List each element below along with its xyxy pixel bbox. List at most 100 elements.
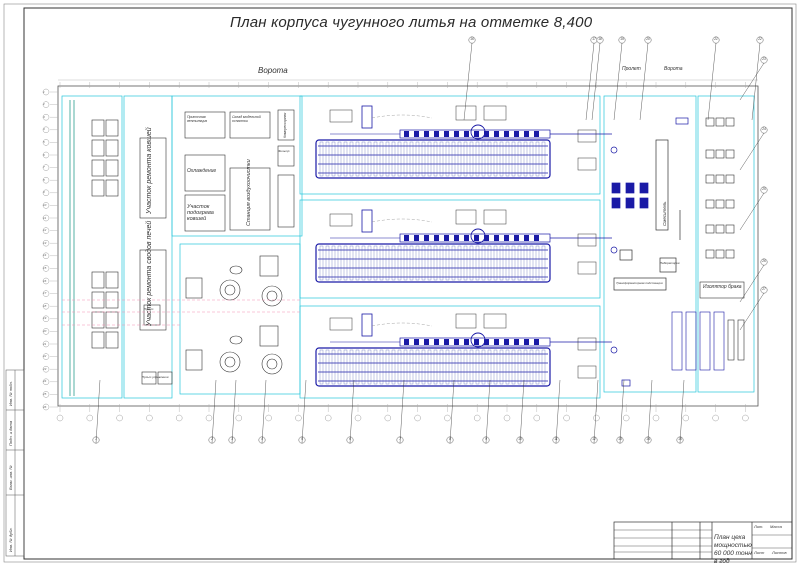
building-outline [57, 79, 759, 407]
row-axis-marker [42, 403, 50, 411]
row-axis-label: 23 [43, 366, 47, 371]
label-control: Пульт управления [142, 375, 169, 379]
callout-number: 25 [762, 187, 766, 191]
pattern-storage [699, 117, 745, 299]
callout-number: 21 [714, 37, 718, 41]
furnaces [185, 255, 283, 375]
column-grid [56, 82, 749, 422]
callout-number: 5 [301, 437, 303, 441]
ladle-stands [69, 100, 119, 396]
callout-number: 4 [261, 437, 263, 441]
row-axis-label: 1 [43, 89, 45, 94]
row-axis-label: 9 [43, 190, 45, 195]
row-axis-label: 15 [43, 265, 47, 270]
callout-number: 23 [762, 57, 766, 61]
title-block-name: План цеха мощностью 60 000 тонн в год [714, 534, 752, 565]
row-axis-label: 14 [43, 253, 47, 258]
row-axis-marker [42, 328, 50, 335]
row-axis-label: 3 [43, 114, 45, 119]
ladle-racks [671, 311, 745, 371]
row-axis-label: 7 [43, 165, 45, 170]
row-axis-label: 17 [43, 291, 47, 296]
label-ladle-repair: Участок ремонта ковшей [146, 127, 153, 214]
row-axis-marker [42, 353, 50, 360]
label-warehouse: Склад модельной оснастки [232, 115, 261, 123]
drawing-frame [23, 7, 793, 560]
row-axis-label: 22 [43, 354, 47, 359]
pink-paths [62, 299, 300, 326]
row-axis-marker [42, 113, 50, 121]
label-compressor: Компрессорная [283, 112, 287, 138]
callout-number: 11 [554, 437, 558, 441]
callout-number: 16 [470, 37, 474, 41]
right-equipment [610, 117, 689, 387]
bays [61, 95, 755, 399]
room-boxes [139, 109, 295, 385]
callout-number: 9 [485, 437, 487, 441]
callout-number: 8 [449, 437, 451, 441]
callout-number: 3 [231, 437, 233, 441]
callout-number: 22 [758, 37, 762, 41]
callout-number: 6 [349, 437, 351, 441]
label-transformer: Трансформаторная подстанция [616, 281, 663, 285]
title-block-sheets: Листов [772, 550, 787, 555]
stamp-vzam: Взам. инв. № [8, 465, 13, 490]
label-mixing: Смеситель [662, 201, 667, 226]
row-axis-marker [42, 277, 50, 285]
row-axis-marker [42, 340, 50, 348]
callout-number: 14 [646, 437, 650, 441]
molding-lines [315, 105, 612, 387]
callout-number: 20 [646, 37, 650, 41]
row-axis-label: 5 [43, 139, 45, 144]
molding-line-1 [315, 105, 612, 179]
callout-number: 15 [678, 437, 682, 441]
row-axis-label: 21 [43, 341, 47, 346]
callout-number: 24 [762, 127, 766, 131]
stamp-inv-dubl: Инв. № дубл. [8, 527, 13, 552]
label-pult: Пульт [144, 307, 154, 311]
row-axis-label: 10 [43, 202, 47, 207]
row-axis-marker [42, 214, 50, 222]
row-axis-marker [42, 126, 50, 134]
row-axis-marker [42, 139, 50, 146]
row-axis-label: 2 [43, 102, 45, 107]
drawing-title: План корпуса чугунного литья на отметке … [230, 14, 593, 31]
callout-number: 7 [399, 437, 401, 441]
callout-number: 27 [762, 287, 766, 291]
row-axis-label: 25 [43, 391, 47, 396]
row-axis-label: 12 [43, 228, 47, 233]
callout-number: 13 [618, 437, 622, 441]
label-filter: Фильтр [278, 149, 290, 153]
row-axis-marker [42, 252, 50, 260]
row-axis-marker [42, 378, 50, 385]
label-cooling: Охлаждение [187, 168, 217, 174]
row-axis-marker [42, 189, 50, 197]
gate-label: Ворота [258, 66, 288, 75]
row-axis-marker [42, 265, 50, 272]
callout-number: 12 [592, 437, 596, 441]
label-compressor-station: Станция воздухоочистки [246, 159, 252, 226]
row-axis-marker [42, 303, 50, 310]
row-axis-marker [42, 315, 50, 322]
row-axis-marker [42, 151, 50, 159]
row-axis-marker [42, 239, 50, 247]
row-axis-label: 20 [43, 328, 47, 333]
molding-line-3 [315, 313, 612, 387]
row-axis-marker [42, 366, 50, 373]
row-axis-label: 19 [43, 316, 47, 321]
row-axis-marker [42, 202, 50, 209]
row-axis-label: 16 [43, 278, 47, 283]
row-axis-marker [42, 101, 50, 108]
row-axis-label: 26 [43, 404, 47, 409]
label-lab: Лаборатория [660, 261, 680, 265]
row-axis-marker [42, 164, 50, 171]
callout-number: 18 [598, 37, 602, 41]
row-axis-label: 18 [43, 303, 47, 308]
row-axis-marker [42, 290, 50, 297]
row-axis-label: 13 [43, 240, 47, 245]
bay-label: Пролет [622, 66, 641, 72]
callout-number: 26 [762, 259, 766, 263]
row-axis-marker [42, 176, 50, 184]
row-axis [42, 88, 58, 411]
title-block-sheet: Лист [754, 550, 765, 555]
